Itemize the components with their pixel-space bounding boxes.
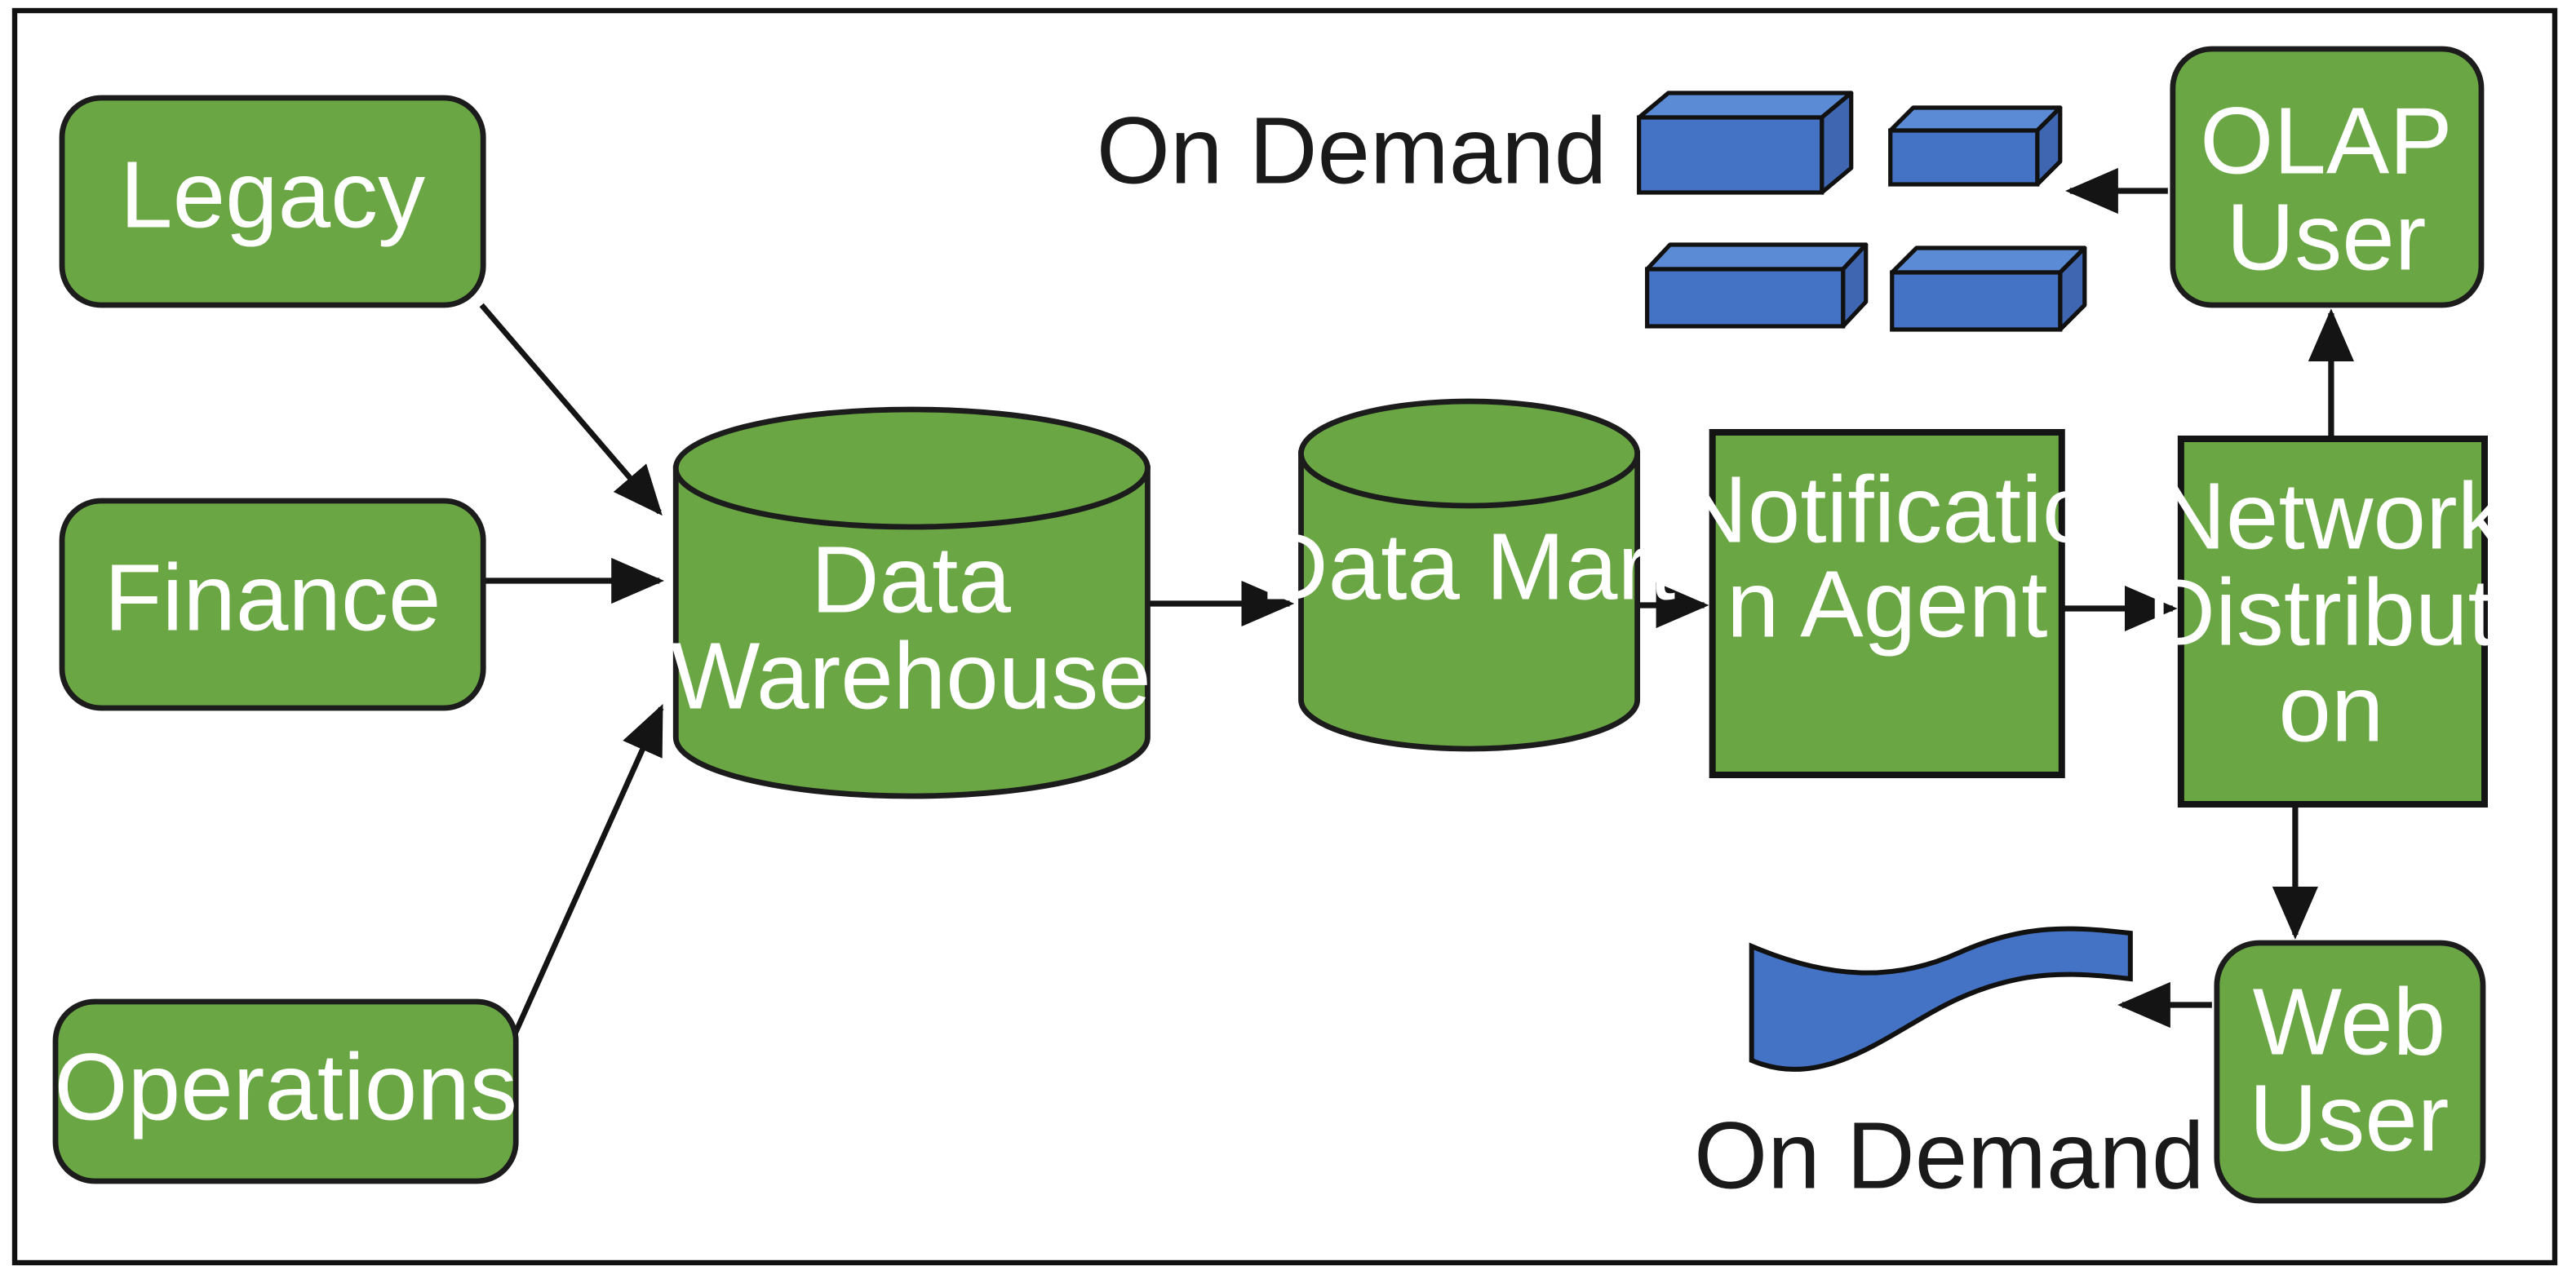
connector-layer xyxy=(479,167,2354,1041)
node-data-warehouse-label-line-2: Warehouse xyxy=(671,623,1151,729)
node-operations-label: Operations xyxy=(54,1034,517,1140)
node-legacy[interactable]: Legacy xyxy=(59,95,486,308)
node-olap-user-label-line-1: OLAP xyxy=(2200,88,2453,194)
connector-operations-to-warehouse xyxy=(510,704,664,1041)
node-legacy-label: Legacy xyxy=(120,142,425,248)
node-network-distribution[interactable]: Network Distributi on xyxy=(2147,436,2516,808)
blue-block-1-icon xyxy=(1637,91,1854,195)
node-web-user-label-line-2: User xyxy=(2249,1065,2449,1171)
node-finance[interactable]: Finance xyxy=(59,498,486,711)
node-olap-user[interactable]: OLAP User xyxy=(2170,46,2485,308)
node-data-warehouse[interactable]: Data Warehouse xyxy=(671,406,1151,799)
node-notification-agent-label-line-2: n Agent xyxy=(1727,551,2048,657)
node-web-user-label-line-1: Web xyxy=(2253,969,2445,1075)
node-network-distribution-label-line-3: on xyxy=(2278,656,2383,762)
label-on-demand-top: On Demand xyxy=(1097,98,1607,204)
blue-block-4-icon xyxy=(1890,246,2087,332)
blue-block-2-icon xyxy=(1888,105,2063,187)
node-notification-agent[interactable]: Notificatio n Agent xyxy=(1679,429,2095,778)
node-network-distribution-label-line-2: Distributi xyxy=(2147,560,2515,666)
connector-legacy-to-warehouse xyxy=(479,303,663,516)
node-data-warehouse-label-line-1: Data xyxy=(811,527,1012,633)
node-network-distribution-label-line-1: Network xyxy=(2157,463,2505,569)
node-olap-user-label-line-2: User xyxy=(2226,184,2426,290)
node-operations[interactable]: Operations xyxy=(52,998,519,1184)
web-page-wave-icon xyxy=(1749,926,2133,1072)
olap-cube-blocks-group xyxy=(1637,91,2087,332)
label-on-demand-bottom: On Demand xyxy=(1694,1103,2205,1209)
node-web-user[interactable]: Web User xyxy=(2214,940,2486,1204)
node-finance-label: Finance xyxy=(104,545,441,651)
node-notification-agent-label-line-1: Notificatio xyxy=(1679,457,2095,563)
node-data-mart-label: Data Mart xyxy=(1260,514,1675,620)
node-data-mart[interactable]: Data Mart xyxy=(1260,398,1675,752)
blue-block-3-icon xyxy=(1645,242,1869,329)
